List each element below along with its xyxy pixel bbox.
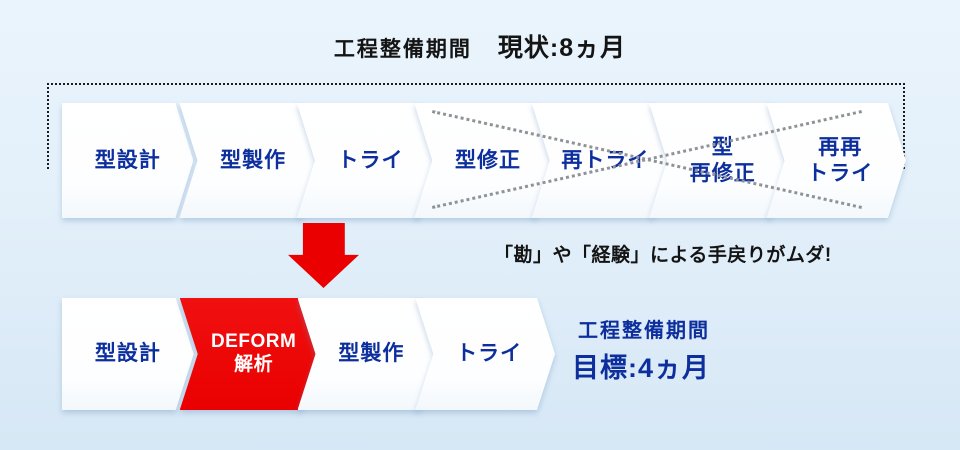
- current-period-value: 現状:8ヵ月: [497, 34, 627, 62]
- current-period-title: 工程整備期間 現状:8ヵ月: [0, 28, 960, 64]
- process-step-deform-highlight: DEFORM 解析: [180, 298, 312, 410]
- step-label: 型 再修正: [649, 103, 788, 218]
- process-step-crossed: 再トライ: [532, 103, 663, 218]
- process-step: 型製作: [179, 103, 310, 218]
- improved-process-row: 型設計 DEFORM 解析 型製作 トライ: [62, 298, 547, 410]
- target-period-title: 工程整備期間 目標:4ヵ月: [572, 314, 710, 385]
- process-step: 型製作: [298, 298, 430, 410]
- process-step: 型設計: [62, 298, 194, 410]
- target-period-label: 工程整備期間: [578, 320, 710, 342]
- step-label: トライ: [297, 103, 436, 218]
- process-step: 型設計: [62, 103, 193, 218]
- step-label: 再再 トライ: [767, 103, 906, 218]
- step-label: 再トライ: [532, 103, 671, 218]
- current-process-boundary-box: [47, 83, 905, 169]
- step-label: DEFORM 解析: [180, 298, 320, 410]
- current-period-label: 工程整備期間: [333, 38, 472, 61]
- target-period-value: 目標:4ヵ月: [572, 353, 711, 383]
- step-label: トライ: [415, 298, 555, 410]
- step-label: 型設計: [62, 103, 193, 218]
- waste-note: 「勘」や「経験」による手戻りがムダ!: [494, 245, 832, 266]
- current-process-row: 型設計 型製作 トライ 型修正 再トライ 型 再修正 再再 トライ: [62, 103, 898, 218]
- step-label: 型設計: [62, 298, 194, 410]
- process-step: トライ: [297, 103, 428, 218]
- step-label: 型製作: [179, 103, 318, 218]
- process-step-crossed: 型修正: [414, 103, 545, 218]
- down-arrow-icon: [288, 223, 359, 288]
- step-label: 型製作: [298, 298, 438, 410]
- process-step: トライ: [415, 298, 547, 410]
- step-label: 型修正: [414, 103, 553, 218]
- process-step-crossed: 再再 トライ: [767, 103, 898, 218]
- process-step-crossed: 型 再修正: [649, 103, 780, 218]
